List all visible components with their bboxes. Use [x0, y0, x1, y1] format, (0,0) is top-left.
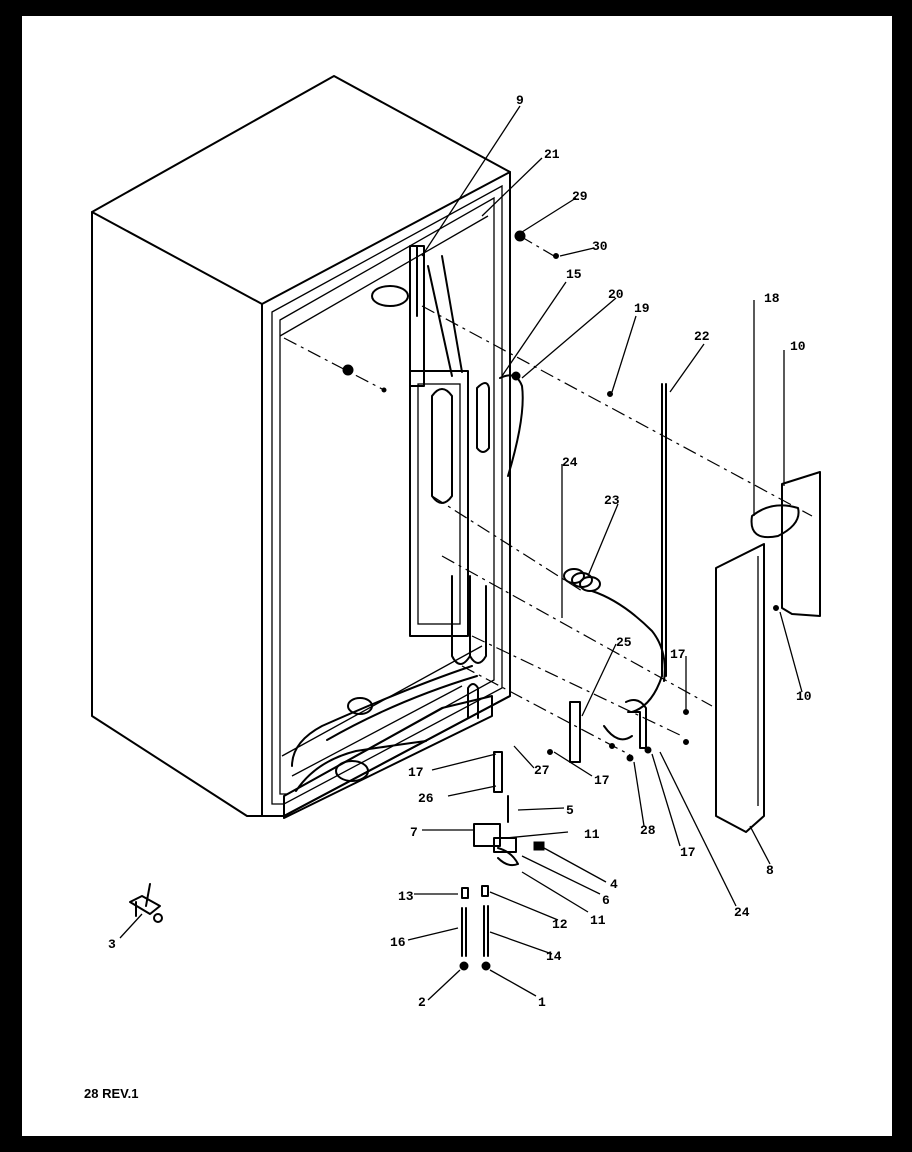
callout-25: 25: [616, 635, 632, 650]
callout-1: 1: [538, 995, 546, 1010]
callout-30: 30: [592, 239, 608, 254]
callout-29: 29: [572, 189, 588, 204]
drain-tube: [467, 683, 647, 793]
callout-11-b: 11: [590, 913, 606, 928]
coil: [563, 568, 601, 592]
callout-23: 23: [604, 493, 620, 508]
rear-panel-upper: [750, 471, 821, 617]
drawing-sheet: 9 21 29 30 15 20 19 22 18 10 24 23 10 25…: [22, 16, 892, 1136]
callout-8: 8: [766, 863, 774, 878]
callout-12: 12: [552, 917, 568, 932]
callout-17-d: 17: [680, 845, 696, 860]
callout-5: 5: [566, 803, 574, 818]
exploded-parts-diagram: 9 21 29 30 15 20 19 22 18 10 24 23 10 25…: [84, 75, 821, 1101]
callout-labels: 9 21 29 30 15 20 19 22 18 10 24 23 10 25…: [108, 93, 812, 1010]
callout-16: 16: [390, 935, 406, 950]
callout-11-a: 11: [584, 827, 600, 842]
callout-24-lower: 24: [734, 905, 750, 920]
evaporator-tubing: [291, 245, 524, 792]
screw-set: [547, 605, 779, 762]
callout-2: 2: [418, 995, 426, 1010]
callout-10-upper: 10: [790, 339, 806, 354]
callout-22: 22: [694, 329, 710, 344]
callout-7: 7: [410, 825, 418, 840]
callout-9: 9: [516, 93, 524, 108]
callout-6: 6: [602, 893, 610, 908]
inlet-tubes: [459, 885, 491, 971]
callout-26: 26: [418, 791, 434, 806]
callout-10-lower: 10: [796, 689, 812, 704]
callout-27: 27: [534, 763, 550, 778]
callout-17-a: 17: [670, 647, 686, 662]
alignment-lines: [283, 235, 813, 757]
water-valve: [473, 795, 545, 867]
capillary-tube: [591, 383, 667, 713]
callout-17-c: 17: [594, 773, 610, 788]
callout-13: 13: [398, 889, 414, 904]
leader-lines: [119, 105, 803, 1001]
callout-17-b: 17: [408, 765, 424, 780]
callout-28: 28: [640, 823, 656, 838]
saddle-valve: [129, 883, 163, 923]
callout-21: 21: [544, 147, 560, 162]
fastener-small: [342, 230, 613, 397]
callout-19: 19: [634, 301, 650, 316]
cabinet: [91, 75, 511, 819]
callout-18: 18: [764, 291, 780, 306]
callout-20: 20: [608, 287, 624, 302]
revision-label: 28 REV.1: [84, 1086, 138, 1101]
callout-14: 14: [546, 949, 562, 964]
callout-15: 15: [566, 267, 582, 282]
callout-4: 4: [610, 877, 618, 892]
callout-3: 3: [108, 937, 116, 952]
rear-panel-lower: [715, 543, 765, 833]
callout-24-upper: 24: [562, 455, 578, 470]
